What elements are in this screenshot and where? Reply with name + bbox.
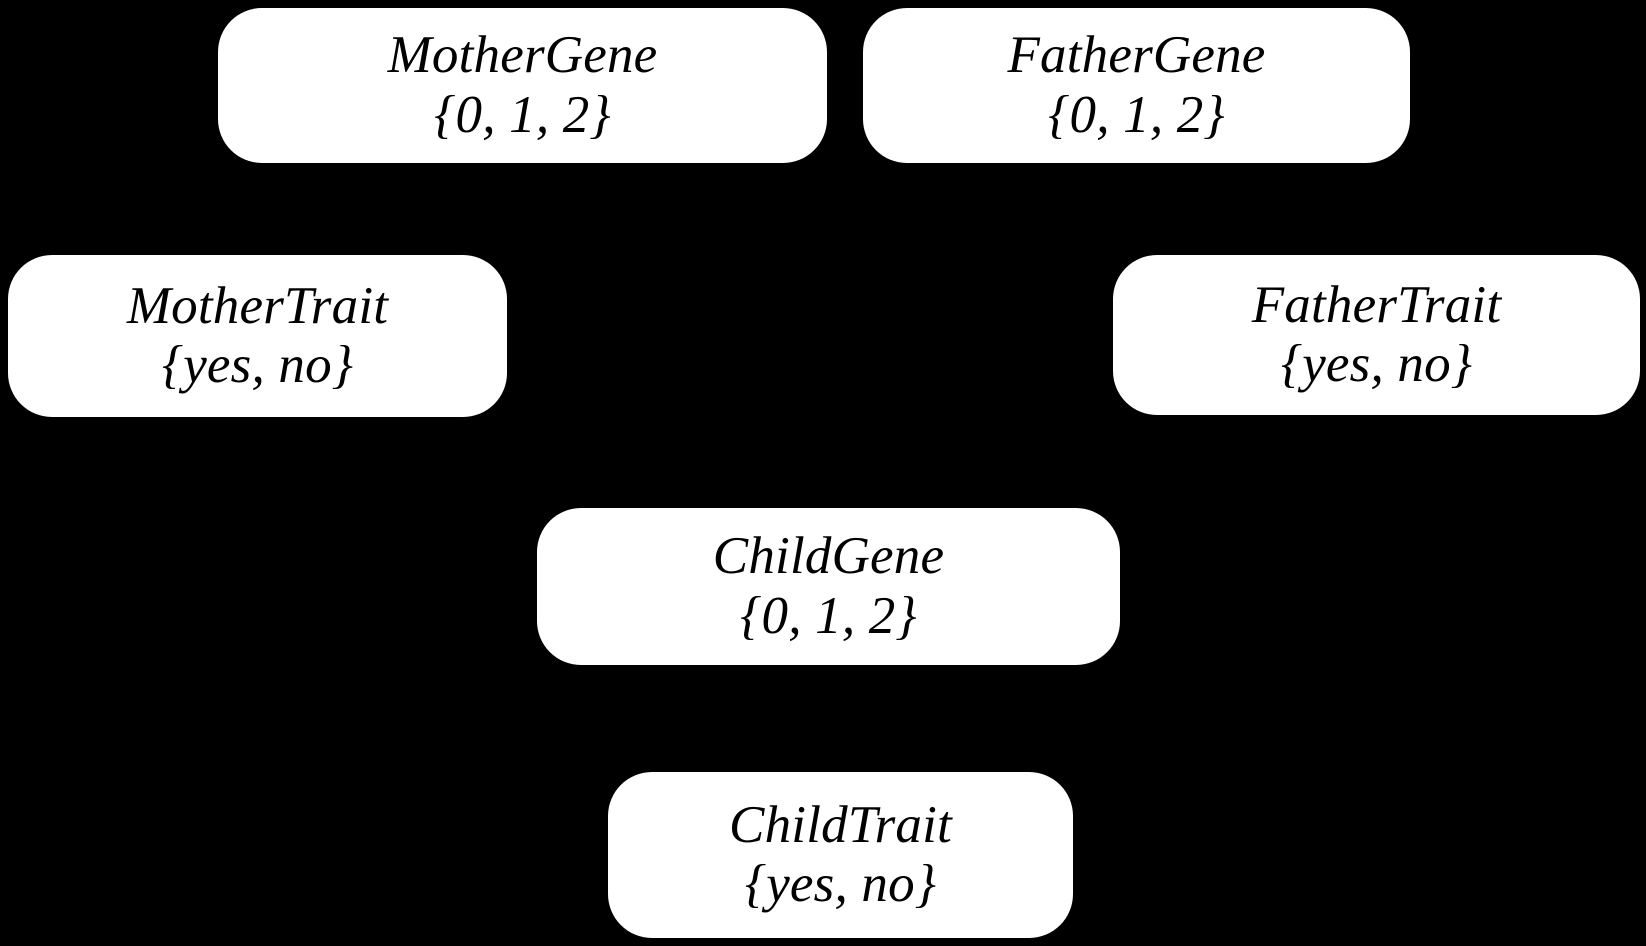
node-father-trait-domain: {yes, no} bbox=[1280, 335, 1473, 393]
node-child-trait-domain: {yes, no} bbox=[744, 855, 937, 913]
node-father-gene-label: FatherGene bbox=[1007, 26, 1266, 85]
node-father-trait[interactable]: FatherTrait {yes, no} bbox=[1113, 255, 1640, 415]
node-mother-trait[interactable]: MotherTrait {yes, no} bbox=[8, 255, 507, 417]
node-child-trait-label: ChildTrait bbox=[729, 795, 952, 854]
node-child-trait[interactable]: ChildTrait {yes, no} bbox=[608, 772, 1073, 938]
node-child-gene-domain: {0, 1, 2} bbox=[740, 586, 917, 645]
node-mother-trait-label: MotherTrait bbox=[126, 276, 389, 335]
node-mother-gene-domain: {0, 1, 2} bbox=[434, 85, 611, 144]
node-father-gene-domain: {0, 1, 2} bbox=[1048, 85, 1225, 144]
node-mother-gene[interactable]: MotherGene {0, 1, 2} bbox=[218, 8, 827, 163]
node-child-gene-label: ChildGene bbox=[712, 527, 945, 586]
node-father-trait-label: FatherTrait bbox=[1251, 275, 1502, 334]
node-mother-gene-label: MotherGene bbox=[387, 26, 658, 85]
node-child-gene[interactable]: ChildGene {0, 1, 2} bbox=[537, 508, 1120, 665]
node-father-gene[interactable]: FatherGene {0, 1, 2} bbox=[863, 8, 1410, 163]
node-mother-trait-domain: {yes, no} bbox=[161, 336, 354, 394]
